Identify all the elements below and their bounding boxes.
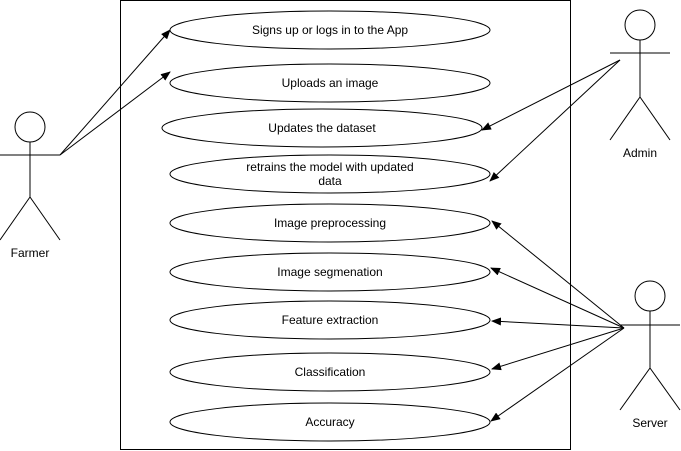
use-case-feature-extraction[interactable]: Feature extraction bbox=[169, 300, 491, 340]
admin-right-leg bbox=[639, 96, 671, 141]
use-case-label: Uploads an image bbox=[282, 76, 379, 90]
admin-head bbox=[624, 9, 656, 41]
use-case-label: Feature extraction bbox=[282, 313, 379, 327]
server-left-leg bbox=[619, 367, 651, 411]
use-case-upload[interactable]: Uploads an image bbox=[169, 63, 491, 103]
server-label: Server bbox=[632, 416, 667, 430]
association-farmer-signup bbox=[59, 29, 171, 156]
use-case-label: Accuracy bbox=[305, 415, 354, 429]
use-case-accuracy[interactable]: Accuracy bbox=[169, 402, 491, 442]
association-lines bbox=[59, 29, 625, 422]
association-server-classification bbox=[491, 327, 625, 371]
association-admin-update-dataset bbox=[481, 59, 621, 131]
use-case-ellipse bbox=[169, 154, 491, 194]
use-case-ellipse bbox=[169, 10, 491, 50]
actor-farmer[interactable]: Farmer bbox=[0, 111, 61, 260]
association-server-accuracy bbox=[490, 327, 625, 422]
use-case-ellipse bbox=[169, 203, 491, 243]
farmer-label: Farmer bbox=[11, 246, 50, 260]
use-case-ellipse bbox=[169, 352, 491, 392]
association-server-preprocess bbox=[491, 220, 625, 329]
use-case-classification[interactable]: Classification bbox=[169, 352, 491, 392]
use-case-signup[interactable]: Signs up or logs in to the App bbox=[169, 10, 491, 50]
association-farmer-upload bbox=[59, 71, 171, 156]
server-right-leg bbox=[649, 367, 681, 411]
use-case-label: Classification bbox=[295, 365, 366, 379]
use-case-label: Image segmenation bbox=[277, 265, 382, 279]
use-case-label: Image preprocessing bbox=[274, 216, 386, 230]
use-case-segmentation[interactable]: Image segmenation bbox=[169, 252, 491, 292]
use-case-ellipse bbox=[169, 63, 491, 103]
use-case-ellipse bbox=[169, 402, 491, 442]
admin-left-leg bbox=[609, 96, 641, 141]
server-head bbox=[634, 280, 666, 312]
admin-label: Admin bbox=[623, 146, 657, 160]
actor-admin[interactable]: Admin bbox=[609, 9, 671, 160]
use-case-ellipse bbox=[169, 300, 491, 340]
association-admin-retrain bbox=[489, 59, 621, 182]
use-case-ellipse bbox=[169, 252, 491, 292]
farmer-head bbox=[14, 111, 46, 143]
association-server-feature-extraction bbox=[491, 317, 625, 329]
use-case-label: Updates the dataset bbox=[268, 121, 376, 135]
use-case-label: data bbox=[318, 174, 342, 188]
use-case-update-dataset[interactable]: Updates the dataset bbox=[161, 108, 483, 148]
actor-server[interactable]: Server bbox=[619, 280, 681, 430]
use-case-label: retrains the model with updated bbox=[246, 160, 413, 174]
use-case-preprocess[interactable]: Image preprocessing bbox=[169, 203, 491, 243]
use-case-ellipse bbox=[161, 108, 483, 148]
farmer-right-leg bbox=[29, 196, 61, 241]
association-server-segmentation bbox=[490, 267, 625, 329]
farmer-left-leg bbox=[0, 196, 31, 241]
use-case-label: Signs up or logs in to the App bbox=[252, 23, 408, 37]
